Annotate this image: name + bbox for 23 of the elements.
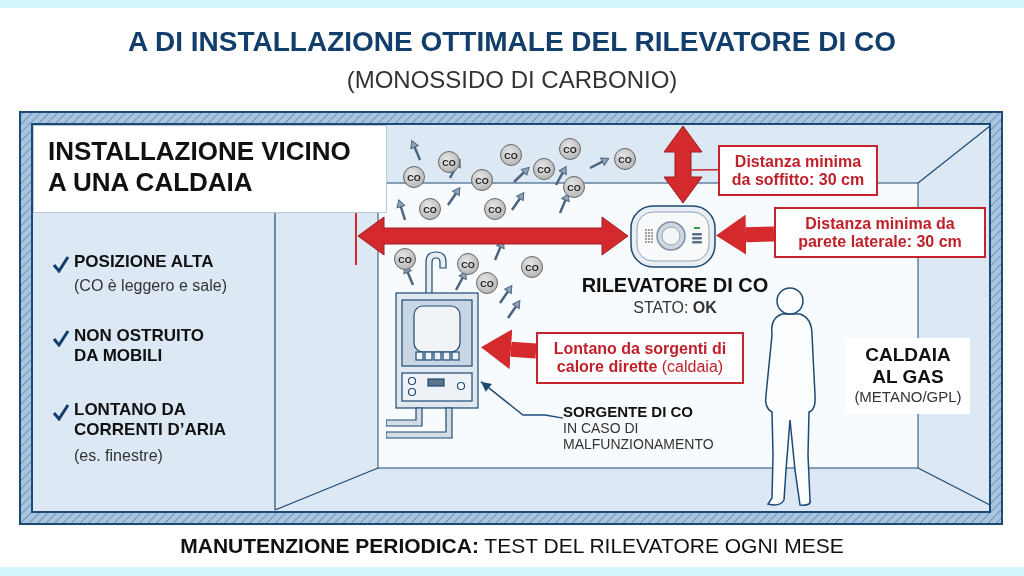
callout-box: Lontano da sorgenti di calore dirette (caldaia)	[536, 332, 744, 384]
leader-line	[480, 380, 564, 419]
block-arrow	[716, 214, 775, 255]
device-label: RILEVATORE DI CO	[580, 274, 770, 297]
checklist-item: NON OSTRUITO DA MOBILI	[74, 326, 206, 367]
callout-box: Distanza minima da soffitto: 30 cm	[718, 145, 878, 196]
checklist-note: (CO è leggero e sale)	[74, 276, 228, 296]
block-arrow	[481, 329, 537, 370]
status-text: STATO: OK	[632, 299, 718, 317]
footer-note: MANUTENZIONE PERIODICA: TEST DEL RILEVATORE OGNI MESE	[180, 534, 844, 558]
checklist-note: (es. finestre)	[74, 446, 164, 466]
callout-text: IN CASO DI MALFUNZIONAMENTO	[563, 420, 715, 453]
callout-heading: SORGENTE DI CO	[563, 403, 694, 421]
callout-box: Distanza minima da parete laterale: 30 cm	[774, 207, 986, 258]
checklist-item: POSIZIONE ALTA	[74, 252, 215, 273]
heading-box: INSTALLAZIONE VICINO A UNA CALDAIA	[33, 125, 387, 213]
leader-line	[689, 169, 719, 171]
callout-heading: CALDAIA AL GAS	[864, 344, 952, 388]
callout-text: (METANO/GPL)	[853, 387, 963, 405]
label-panel	[846, 338, 970, 414]
checklist-item: LONTANO DA CORRENTI D’ARIA	[74, 400, 228, 441]
subtitle: (MONOSSIDO DI CARBONIO)	[346, 66, 678, 95]
title: A DI INSTALLAZIONE OTTIMALE DEL RILEVATORE DI CO	[128, 26, 896, 58]
